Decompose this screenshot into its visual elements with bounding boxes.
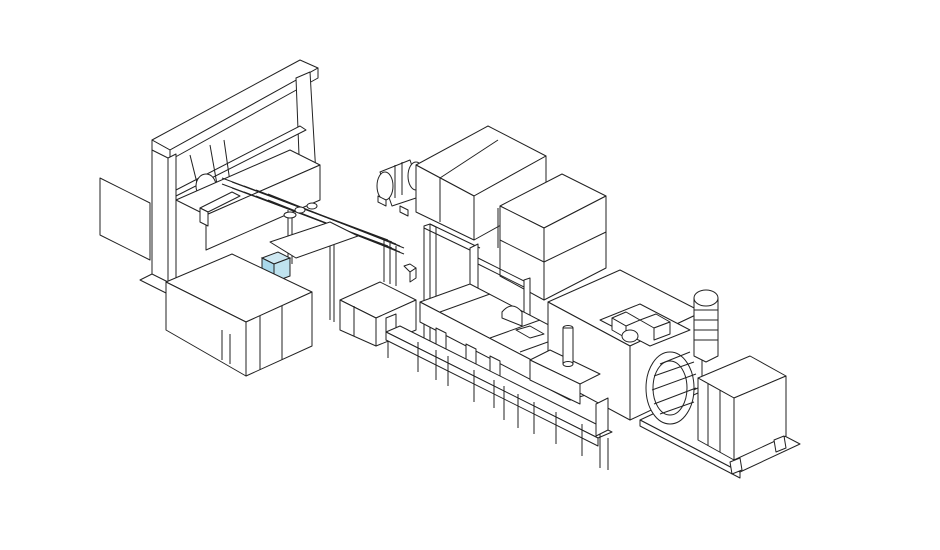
left-enclosure [165,253,313,377]
pipe-platform [269,221,359,259]
upper-box-module-1 [415,125,547,248]
upper-box-module-2 [499,173,607,301]
pipe-rack [221,177,405,322]
heat-exchanger-right [693,289,719,363]
crane-backwall [99,177,151,261]
fan-drive-unit [639,351,801,479]
gantry-crane [99,59,321,295]
stack-pipe [562,325,574,367]
crane-left-leg [151,149,169,291]
